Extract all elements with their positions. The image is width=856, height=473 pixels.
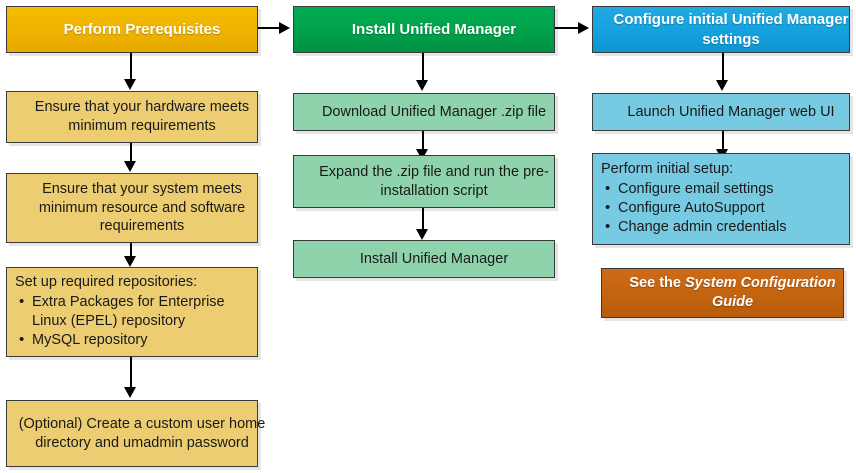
arrowhead-resource-to-repos xyxy=(124,256,136,267)
step-launch-web-ui[interactable]: Launch Unified Manager web UI xyxy=(592,93,850,131)
connector-resource-to-repos xyxy=(130,243,132,261)
step-perform-initial-setup-lead: Perform initial setup: xyxy=(601,161,734,178)
step-hardware-requirements[interactable]: Ensure that your hardware meets minimum … xyxy=(6,91,258,143)
arrowhead-repos-to-customuser xyxy=(124,387,136,398)
arrowhead-download-to-expand xyxy=(416,149,428,160)
connector-install-to-configure xyxy=(555,27,585,29)
list-item: MySQL repository xyxy=(19,330,249,350)
step-resource-software-requirements[interactable]: Ensure that your system meets minimum re… xyxy=(6,173,258,243)
step-install-unified-manager-label: Install Unified Manager xyxy=(359,250,509,267)
step-perform-initial-setup[interactable]: Perform initial setup: Configure email s… xyxy=(592,153,850,245)
arrowhead-configure-to-launch xyxy=(716,80,728,91)
header-configure-initial-settings-label: Configure initial Unified Manager settin… xyxy=(613,11,849,48)
connector-download-to-expand xyxy=(422,131,424,153)
arrowhead-install-to-download xyxy=(416,80,428,91)
header-install-unified-manager-label: Install Unified Manager xyxy=(351,20,517,38)
list-item: Configure AutoSupport xyxy=(605,198,841,218)
reference-guide-title: System Configuration Guide xyxy=(684,275,836,310)
header-perform-prerequisites[interactable]: Perform Prerequisites xyxy=(6,6,258,53)
connector-prereq-to-hardware xyxy=(130,53,132,81)
step-hardware-requirements-label: Ensure that your hardware meets minimum … xyxy=(34,99,250,134)
reference-system-configuration-guide[interactable]: See the System Configuration Guide xyxy=(601,268,844,318)
step-launch-web-ui-label: Launch Unified Manager web UI xyxy=(627,103,835,120)
step-custom-user-home-directory-label: (Optional) Create a custom user home dir… xyxy=(18,415,266,451)
connector-repos-to-customuser xyxy=(130,357,132,390)
list-item: Configure email settings xyxy=(605,179,841,199)
arrowhead-prereq-to-hardware xyxy=(124,79,136,90)
step-setup-repositories-bullets: Extra Packages for Enterprise Linux (EPE… xyxy=(15,292,249,350)
connector-hardware-to-resource xyxy=(130,143,132,164)
arrowhead-hardware-to-resource xyxy=(124,161,136,172)
step-setup-repositories-lead: Set up required repositories: xyxy=(15,274,198,291)
connector-expand-to-installum xyxy=(422,208,424,233)
connector-launch-to-setup xyxy=(722,131,724,153)
header-install-unified-manager[interactable]: Install Unified Manager xyxy=(293,6,555,53)
step-perform-initial-setup-bullets: Configure email settings Configure AutoS… xyxy=(601,179,841,237)
header-perform-prerequisites-label: Perform Prerequisites xyxy=(63,20,221,38)
connector-prereq-to-install xyxy=(258,27,286,29)
step-custom-user-home-directory[interactable]: (Optional) Create a custom user home dir… xyxy=(6,400,265,467)
step-resource-software-requirements-label: Ensure that your system meets minimum re… xyxy=(38,180,246,235)
step-install-unified-manager[interactable]: Install Unified Manager xyxy=(293,240,555,278)
arrowhead-install-to-configure xyxy=(578,22,589,34)
header-configure-initial-settings[interactable]: Configure initial Unified Manager settin… xyxy=(592,6,850,53)
reference-prefix: See the xyxy=(629,275,685,292)
step-setup-repositories[interactable]: Set up required repositories: Extra Pack… xyxy=(6,267,258,357)
reference-system-configuration-guide-label: See the System Configuration Guide xyxy=(602,274,856,312)
step-download-zip-file-label: Download Unified Manager .zip file xyxy=(321,103,547,120)
list-item: Extra Packages for Enterprise Linux (EPE… xyxy=(19,292,249,331)
step-expand-zip-run-script-label: Expand the .zip file and run the pre-ins… xyxy=(319,163,549,199)
connector-configure-to-launch xyxy=(722,53,724,84)
step-expand-zip-run-script[interactable]: Expand the .zip file and run the pre-ins… xyxy=(293,155,555,208)
arrowhead-expand-to-installum xyxy=(416,229,428,240)
arrowhead-prereq-to-install xyxy=(279,22,290,34)
list-item: Change admin credentials xyxy=(605,217,841,237)
step-download-zip-file[interactable]: Download Unified Manager .zip file xyxy=(293,93,555,131)
connector-install-to-download xyxy=(422,53,424,84)
